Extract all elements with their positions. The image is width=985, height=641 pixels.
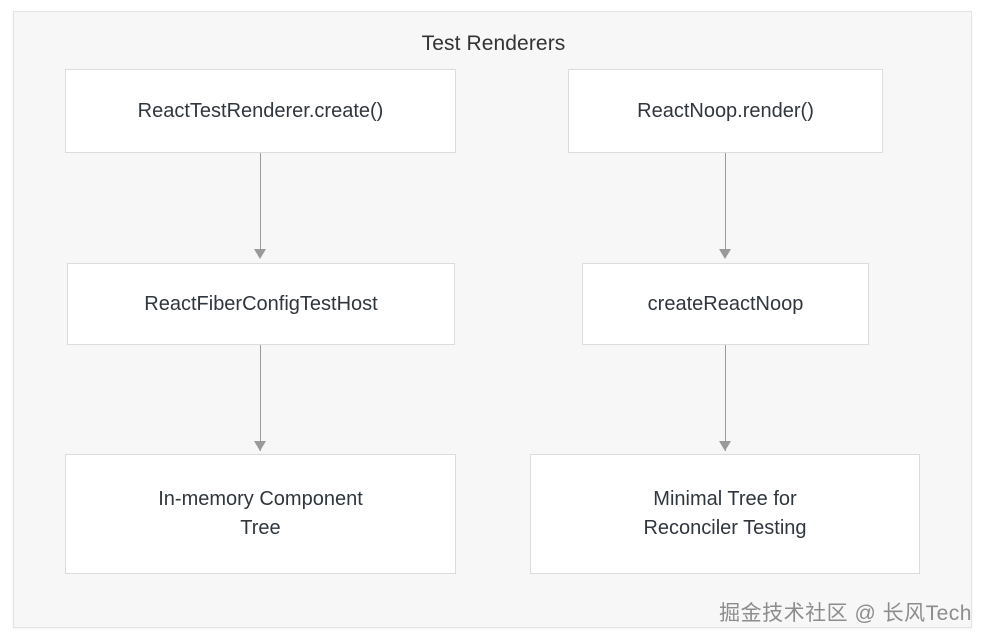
node-label-line-1: Minimal Tree for — [653, 488, 797, 510]
edge-create-to-config-line — [260, 153, 261, 251]
edge-create-to-config-arrowhead — [254, 249, 266, 259]
node-label-line-2: Tree — [240, 517, 281, 539]
node-minimal-tree-reconciler-testing[interactable]: Minimal Tree for Reconciler Testing — [530, 454, 920, 574]
node-react-noop-render[interactable]: ReactNoop.render() — [568, 69, 883, 153]
subgraph-title: Test Renderers — [421, 32, 566, 55]
edge-render-to-createnoop-arrowhead — [719, 249, 731, 259]
edge-config-to-tree-arrowhead — [254, 441, 266, 451]
node-react-test-renderer-create[interactable]: ReactTestRenderer.create() — [65, 69, 456, 153]
node-label-block: Minimal Tree for Reconciler Testing — [643, 485, 806, 543]
node-react-fiber-config-test-host[interactable]: ReactFiberConfigTestHost — [67, 263, 455, 345]
node-label: ReactFiberConfigTestHost — [144, 292, 378, 315]
watermark: 掘金技术社区 @ 长风Tech — [719, 602, 972, 625]
node-label-block: In-memory Component Tree — [158, 485, 363, 543]
node-label-line-1: In-memory Component — [158, 488, 363, 510]
edge-config-to-tree-line — [260, 345, 261, 451]
node-create-react-noop[interactable]: createReactNoop — [582, 263, 869, 345]
node-in-memory-component-tree[interactable]: In-memory Component Tree — [65, 454, 456, 574]
edge-createnoop-to-minimal-arrowhead — [719, 441, 731, 451]
node-label: createReactNoop — [647, 292, 804, 315]
node-label-line-2: Reconciler Testing — [643, 517, 807, 539]
edge-createnoop-to-minimal-line — [725, 345, 726, 451]
node-label: ReactNoop.render() — [637, 99, 814, 122]
edge-render-to-createnoop-line — [725, 153, 726, 251]
node-label: ReactTestRenderer.create() — [137, 99, 384, 122]
